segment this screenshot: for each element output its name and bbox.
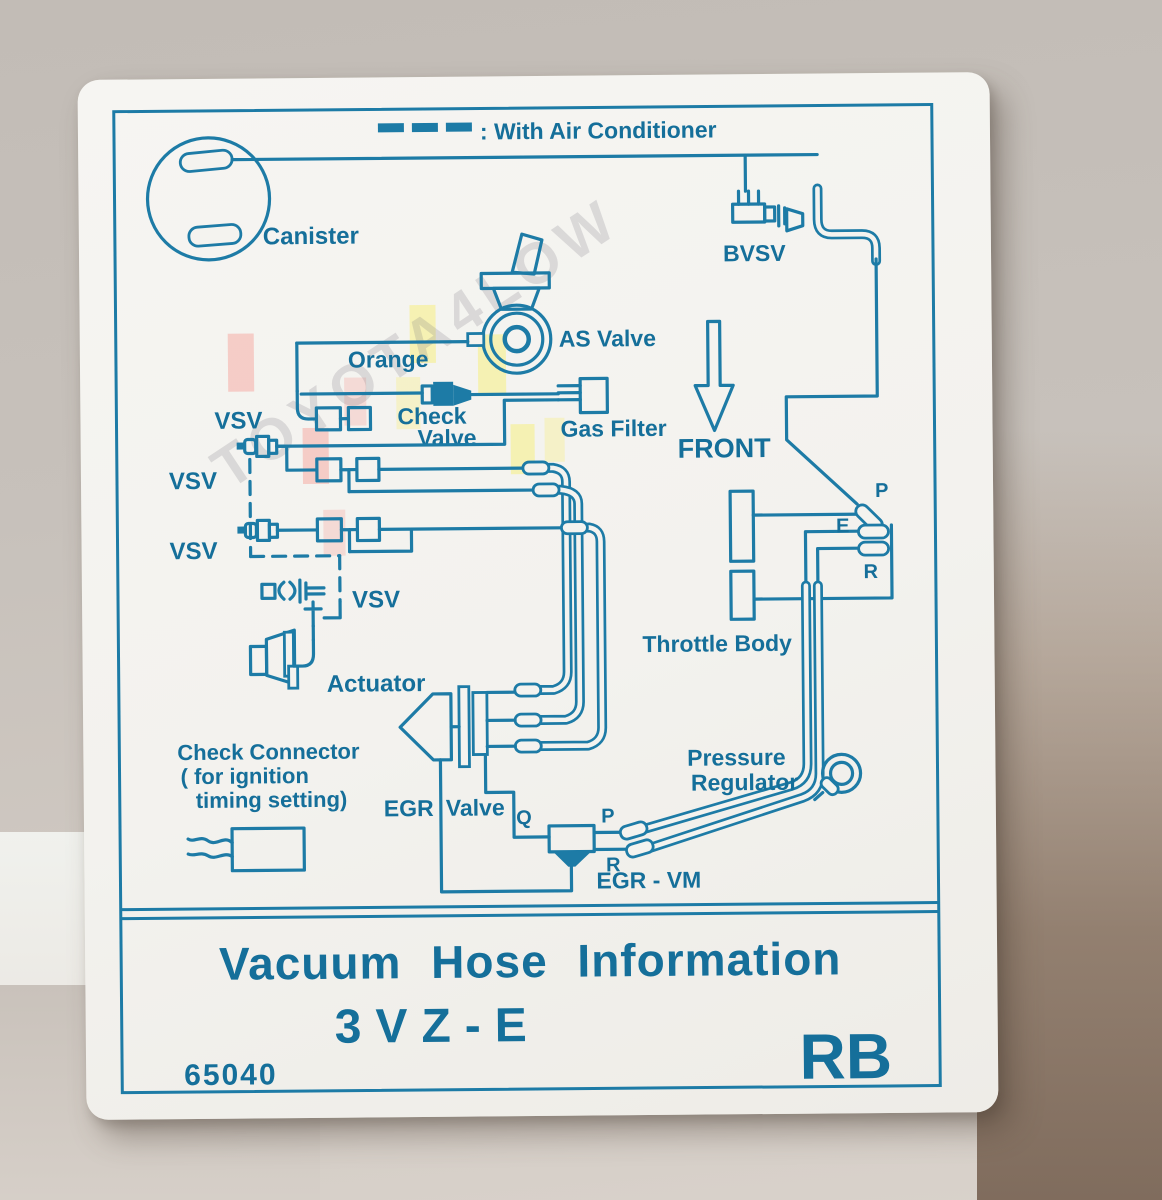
gas-filter-label: Gas Filter: [560, 415, 666, 442]
canister-icon: [145, 136, 272, 262]
vsv2-label: VSV: [169, 468, 217, 495]
vacuum-hose-1: [525, 462, 573, 696]
vacuum-line-vsv2-gasfilter: [275, 398, 560, 448]
bvsv-icon: [730, 189, 805, 233]
vsv1-label: VSV: [214, 407, 262, 434]
check-connector-label-1: Check Connector: [177, 739, 360, 766]
egr-vm-label: EGR - VM: [596, 867, 701, 894]
egr-valve-icon: [398, 685, 517, 769]
front-arrow-icon: [693, 319, 735, 433]
decal-border: [112, 103, 942, 1095]
check-connector-label-2: ( for ignition: [180, 763, 309, 789]
vsv4-label: VSV: [352, 586, 400, 613]
actuator-icon: [248, 628, 316, 690]
as-valve-label: AS Valve: [559, 325, 656, 352]
revision-code: RB: [799, 1020, 892, 1093]
vacuum-line-orange: [295, 340, 470, 393]
canister-label: Canister: [263, 223, 359, 251]
bvsv-label: BVSV: [723, 240, 787, 267]
legend: : With Air Conditioner: [377, 116, 717, 144]
decal-title: Vacuum Hose Information: [219, 932, 842, 989]
check-connector-icon: [186, 826, 306, 873]
egr-valve-label-1: EGR: [384, 795, 434, 821]
part-number: 65040: [184, 1058, 278, 1092]
vacuum-line-right-route: [784, 257, 879, 506]
throttle-port-e-label: E: [836, 515, 850, 537]
throttle-port-p-label: P: [875, 480, 889, 502]
pressure-regulator-label-1: Pressure: [687, 744, 786, 771]
title-block: Vacuum Hose Information 3VZ-E 65040 RB: [184, 932, 892, 1093]
legend-label: : With Air Conditioner: [480, 116, 717, 144]
engine-code: 3VZ-E: [335, 999, 541, 1054]
vacuum-hose-right-elbow: [812, 183, 882, 267]
vsv4-icon: [260, 578, 326, 642]
vsv1-icon: [295, 389, 424, 432]
vacuum-line-canister-bvsv: [230, 152, 819, 193]
egr-valve-label-2: Valve: [446, 794, 505, 821]
check-valve-icon: [420, 381, 560, 406]
air-conditioner-dashed-line: [248, 457, 342, 620]
check-valve-label-1: Check: [397, 403, 466, 430]
vacuum-hose-r-port: [635, 580, 825, 857]
as-valve-icon: [466, 232, 553, 375]
egr-vm-port-q-label: Q: [516, 807, 532, 829]
vacuum-line-hose2-feed: [347, 488, 535, 494]
throttle-body-icon: [728, 489, 894, 621]
vsv2-icon: [236, 434, 381, 494]
vacuum-line-hose1-feed: [377, 466, 525, 471]
check-connector-label-3: timing setting): [196, 787, 348, 813]
dashed-line-icon: [377, 122, 472, 133]
vacuum-hose-decal: TOYOTA4LOW : With Air Conditioner Canist…: [77, 72, 999, 1120]
vsv3-label: VSV: [169, 538, 217, 565]
vacuum-line-hose3-feed: [377, 526, 564, 531]
gas-filter-icon: [556, 376, 610, 415]
actuator-label: Actuator: [327, 670, 426, 698]
front-label: FRONT: [678, 433, 772, 464]
pressure-regulator-label-2: Regulator: [691, 769, 799, 796]
decal-artwork: TOYOTA4LOW : With Air Conditioner Canist…: [112, 103, 942, 1095]
background-wall-shadow: [977, 430, 1162, 1200]
throttle-body-label: Throttle Body: [642, 630, 792, 657]
egr-vm-port-p-label: P: [601, 805, 615, 827]
egr-vm-icon: [438, 754, 632, 894]
egr-vm-port-r-label: R: [606, 854, 621, 876]
throttle-port-r-label: R: [863, 561, 878, 583]
check-valve-label-2: Valve: [418, 425, 477, 452]
orange-label: Orange: [348, 346, 429, 373]
pressure-regulator-icon: [813, 752, 863, 802]
